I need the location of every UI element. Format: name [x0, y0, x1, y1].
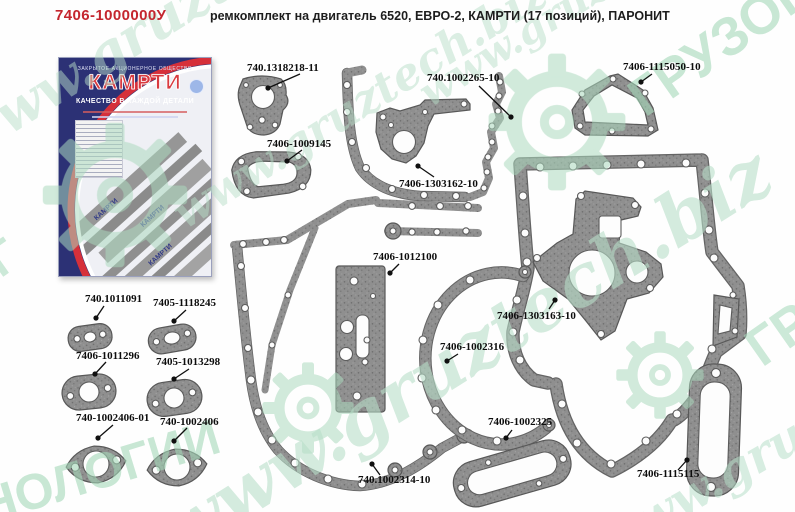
gasket-7406-1002316	[417, 265, 556, 451]
gasket-7405-1013298	[146, 378, 203, 417]
gasket-7406-1012100	[335, 265, 386, 413]
part-label: 740-1002406	[160, 416, 219, 428]
part-label: 7405-1013298	[156, 356, 221, 368]
part-label: 740.1318218-11	[247, 62, 319, 74]
gasket-740-1002406	[146, 448, 208, 487]
part-label: 7406-1303162-10	[399, 178, 478, 190]
part-label: 740.1002265-10	[427, 72, 500, 84]
part-label: 7406-1303163-10	[497, 310, 576, 322]
part-label: 7406-1012100	[373, 251, 438, 263]
part-label: 7405-1118245	[153, 297, 216, 309]
leader-lines	[92, 73, 690, 476]
gear-watermark-icon	[43, 123, 187, 267]
gasket-740-1002406-01	[65, 445, 127, 484]
gasket-740-1318218-11	[237, 75, 289, 136]
gasket-7405-1118245	[147, 323, 197, 355]
gasket-7406-1002325	[452, 439, 572, 508]
gasket-7406-1115050-10	[571, 73, 659, 137]
site-watermark: www.gruztech.biz	[0, 0, 426, 171]
part-label: 7406-1115115	[637, 468, 700, 480]
part-label: 7406-1115050-10	[623, 61, 701, 73]
gasket-740-1011091	[67, 323, 113, 352]
part-label: 7406-1002325	[488, 416, 553, 428]
page-title: ремкомплект на двигатель 6520, ЕВРО-2, К…	[210, 9, 670, 23]
box-company-type: ЗАКРЫТОЕ АКЦИОНЕРНОЕ ОБЩЕСТВО	[77, 66, 193, 72]
gasket-7406-1009145	[231, 151, 312, 199]
brand-watermark: ОГ	[0, 229, 29, 309]
part-label: 740.1002314-10	[358, 474, 431, 486]
part-label: 740-1002406-01	[76, 412, 150, 424]
part-label: 7406-1009145	[267, 138, 332, 150]
box-round-badge-icon	[189, 79, 204, 94]
part-label: 7406-1011296	[76, 350, 140, 362]
gasket-7406-1011296	[61, 373, 117, 411]
box-brand-logo: КАМРТИ	[88, 71, 182, 95]
part-number-heading: 7406-1000000У	[55, 7, 167, 24]
gasket-upper-cover-ring	[341, 65, 471, 203]
gasket-7406-1303162-10	[375, 98, 471, 164]
part-label: 740.1011091	[85, 293, 143, 305]
box-tagline: КАЧЕСТВО В КАЖДОЙ ДЕТАЛИ	[75, 98, 195, 105]
part-label: 7406-1002316	[440, 341, 505, 353]
box-decor-line	[83, 111, 187, 113]
